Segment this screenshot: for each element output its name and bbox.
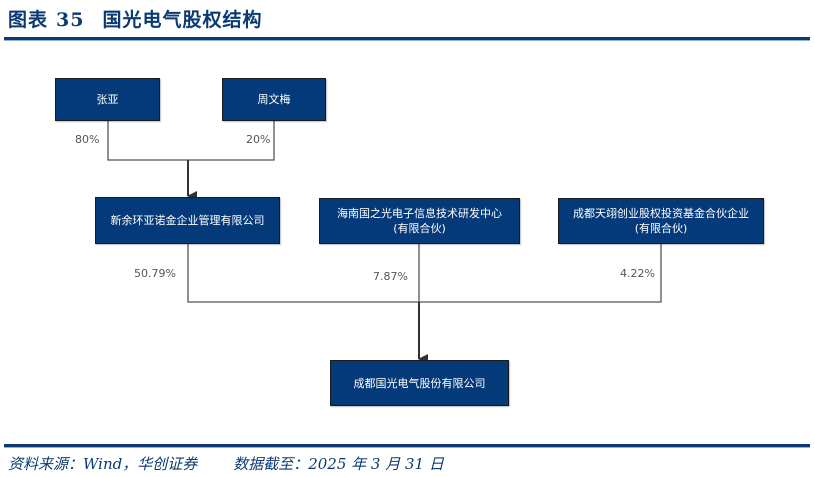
header-divider (4, 37, 810, 41)
share-label-chengdu-tianxiang: 4.22% (620, 267, 655, 280)
node-label-line2: (有限合伙) (634, 222, 688, 235)
figure-title: 图表 35 国光电气股权结构 (8, 5, 262, 32)
connector-shareholders (107, 121, 275, 161)
node-chengdu-tianxiang: 成都天翊创业股权投资基金合伙企业 (有限合伙) (558, 198, 764, 244)
share-label-zhou-wenmei: 20% (246, 133, 271, 146)
share-label-xinyu: 50.79% (134, 267, 176, 280)
node-target-company: 成都国光电气股份有限公司 (330, 360, 509, 406)
figure-number: 35 (56, 9, 85, 31)
footer-note: 资料来源：Wind，华创证券 数据截至：2025 年 3 月 31 日 (8, 453, 444, 474)
node-label-line1: 海南国之光电子信息技术研发中心 (337, 207, 502, 220)
node-label: 周文梅 (257, 93, 291, 106)
share-label-hainan: 7.87% (373, 270, 408, 283)
node-label-line1: 成都天翊创业股权投资基金合伙企业 (573, 207, 749, 220)
node-zhou-wenmei: 周文梅 (222, 78, 326, 121)
cutoff-note: 数据截至：2025 年 3 月 31 日 (233, 455, 444, 473)
share-label-zhang-ya: 80% (75, 133, 100, 146)
footer-divider (4, 444, 810, 448)
node-xinyu: 新余环亚诺金企业管理有限公司 (95, 197, 280, 244)
connector-second-tier (187, 244, 662, 303)
node-label: 张亚 (96, 93, 119, 106)
node-hainan: 海南国之光电子信息技术研发中心 (有限合伙) (319, 198, 520, 244)
figure-label: 图表 (8, 9, 49, 31)
node-label-line2: (有限合伙) (393, 222, 446, 235)
source-note: 资料来源：Wind，华创证券 (8, 455, 198, 473)
node-label: 新余环亚诺金企业管理有限公司 (110, 214, 265, 227)
figure-title-text: 国光电气股权结构 (102, 9, 263, 31)
node-label: 成都国光电气股份有限公司 (353, 376, 486, 390)
node-zhang-ya: 张亚 (55, 78, 160, 121)
